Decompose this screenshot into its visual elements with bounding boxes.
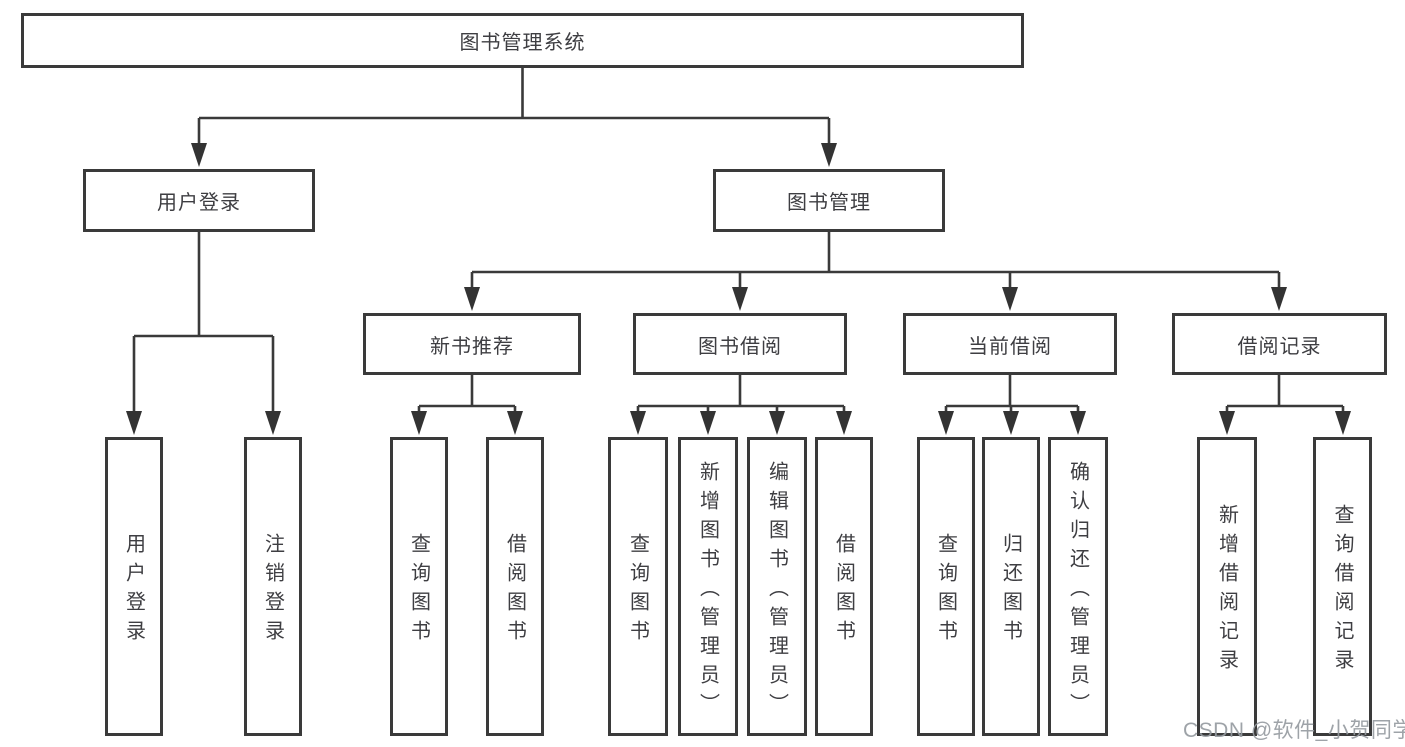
node-book-management: 图书管理 xyxy=(713,169,945,232)
leaf-query-borrow-record-label: 查询借阅记录 xyxy=(1331,504,1353,678)
edge-bookmgmt-to-level3 xyxy=(470,232,1281,290)
leaf-borrow-books-label: 借阅图书 xyxy=(832,533,855,649)
node-root-label: 图书管理系统 xyxy=(459,32,586,54)
leaf-return-books-label: 归还图书 xyxy=(999,533,1022,649)
node-new-book-recommend: 新书推荐 xyxy=(363,313,581,375)
csdn-watermark: CSDN @软件_小贺同学 xyxy=(1183,719,1405,742)
edge-bookborrow-to-leaves xyxy=(636,375,846,414)
leaf-add-borrow-record-label: 新增借阅记录 xyxy=(1215,504,1238,678)
edge-userlogin-to-leaves xyxy=(132,232,275,414)
node-current-borrow: 当前借阅 xyxy=(903,313,1117,375)
leaf-add-borrow-record: 新增借阅记录 xyxy=(1197,437,1257,736)
leaf-confirm-return-admin: 确认归还（管理员） xyxy=(1048,437,1108,736)
node-borrow-records: 借阅记录 xyxy=(1172,313,1387,375)
edge-currentborrow-to-leaves xyxy=(944,375,1080,414)
leaf-logout: 注销登录 xyxy=(244,437,302,736)
leaf-query-books-recommend-label: 查询图书 xyxy=(407,533,430,649)
node-new-book-recommend-label: 新书推荐 xyxy=(430,335,514,358)
leaf-query-books-recommend: 查询图书 xyxy=(390,437,448,736)
leaf-user-login: 用户登录 xyxy=(105,437,163,736)
leaf-user-login-label: 用户登录 xyxy=(122,533,145,649)
leaf-add-books-admin: 新增图书（管理员） xyxy=(678,437,738,736)
leaf-borrow-books: 借阅图书 xyxy=(815,437,873,736)
leaf-query-books-current: 查询图书 xyxy=(917,437,975,736)
node-book-borrow-label: 图书借阅 xyxy=(698,335,782,358)
leaf-query-books-borrow: 查询图书 xyxy=(608,437,668,736)
edge-borrowrecords-to-leaves xyxy=(1225,375,1345,414)
leaf-edit-books-admin: 编辑图书（管理员） xyxy=(747,437,807,736)
node-borrow-records-label: 借阅记录 xyxy=(1237,335,1322,358)
node-current-borrow-label: 当前借阅 xyxy=(968,335,1052,358)
leaf-edit-books-admin-label: 编辑图书（管理员） xyxy=(765,460,788,722)
leaf-query-borrow-record: 查询借阅记录 xyxy=(1313,437,1372,736)
leaf-return-books: 归还图书 xyxy=(982,437,1040,736)
node-root-library-system: 图书管理系统 xyxy=(21,13,1024,68)
leaf-borrow-books-recommend: 借阅图书 xyxy=(486,437,544,736)
node-user-login-label: 用户登录 xyxy=(157,192,241,214)
node-book-management-label: 图书管理 xyxy=(787,192,871,214)
node-book-borrow: 图书借阅 xyxy=(633,313,847,375)
leaf-add-books-admin-label: 新增图书（管理员） xyxy=(696,460,719,722)
leaf-logout-label: 注销登录 xyxy=(261,533,284,649)
leaf-query-books-borrow-label: 查询图书 xyxy=(626,533,649,649)
leaf-confirm-return-admin-label: 确认归还（管理员） xyxy=(1066,460,1089,722)
node-user-login: 用户登录 xyxy=(83,169,315,232)
leaf-borrow-books-recommend-label: 借阅图书 xyxy=(503,533,526,649)
arrowhead-icons xyxy=(126,143,1351,435)
edge-newbook-to-leaves xyxy=(417,375,517,414)
leaf-query-books-current-label: 查询图书 xyxy=(934,533,957,649)
edge-root-to-level2 xyxy=(197,68,831,146)
